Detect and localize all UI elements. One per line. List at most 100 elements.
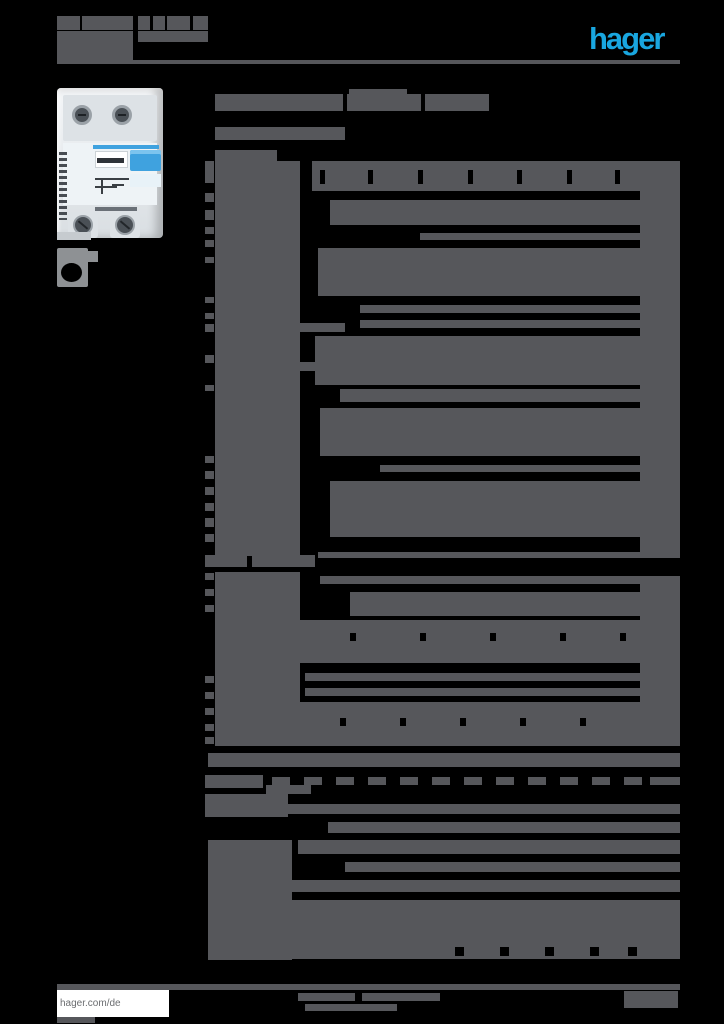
doc-title-bar (425, 94, 489, 111)
doc-subtitle-bar (215, 127, 345, 140)
dash-row-bar (432, 777, 450, 785)
dash-row-bar (368, 777, 386, 785)
footer-text-bar (305, 1004, 397, 1011)
spec-value-bar (305, 673, 680, 681)
spec-value-bar (305, 688, 680, 696)
spec-value-bar (360, 305, 680, 313)
terminal-screw-top-left (72, 105, 92, 125)
word-gap-notch (420, 633, 426, 641)
spec-value-bar (318, 552, 680, 558)
terminal-screw-bottom-right (115, 215, 135, 235)
spec-label-stub (205, 676, 214, 683)
dash-row-bar (624, 777, 642, 785)
spec-value-bar (315, 336, 680, 385)
section-heading-bar (266, 785, 311, 794)
spec-label-stub (205, 161, 214, 183)
dash-row-bar (560, 777, 578, 785)
spec-value-bar (318, 248, 680, 296)
dash-row-bar (304, 777, 322, 785)
spec-value-bar (420, 233, 680, 240)
spec-label-stub (205, 471, 214, 479)
word-gap-notch (350, 633, 356, 641)
spec-label-stub (205, 503, 214, 511)
spec-label-stub (205, 573, 214, 580)
header-text-bar (193, 16, 208, 30)
word-gap-notch (590, 947, 599, 956)
spec-label-stub (205, 708, 214, 715)
spec-label-stub (205, 297, 214, 303)
footer-text-bar (298, 993, 355, 1001)
schematic-line (101, 180, 103, 194)
spec-value-bar (330, 481, 680, 537)
din-rail-clip (57, 232, 91, 240)
spec-value-bar (298, 840, 680, 854)
spec-label-stub (205, 605, 214, 612)
word-gap-notch (340, 718, 346, 726)
footer-text-bar (362, 993, 440, 1001)
spec-label-stub (205, 692, 214, 699)
word-gap-notch (620, 633, 626, 641)
word-gap-notch (460, 718, 466, 726)
spec-label-stub (205, 518, 214, 527)
footer-text-bar (624, 991, 678, 1008)
spec-label-stub (205, 313, 214, 319)
word-gap-notch (615, 170, 620, 184)
dash-row-bar (464, 777, 482, 785)
spec-value-bar (208, 753, 680, 767)
spec-value-bar (215, 880, 680, 892)
schematic-line (95, 178, 129, 180)
spec-label-stub (205, 737, 214, 744)
spec-label-column (215, 161, 300, 556)
header-text-bar (57, 16, 80, 30)
word-gap-notch (368, 170, 373, 184)
diagram-icon-circle (61, 263, 82, 282)
spec-value-bar (328, 822, 680, 833)
spec-value-bar (320, 576, 680, 584)
word-gap-notch (400, 718, 406, 726)
dimension-diagram-icon (57, 248, 98, 287)
doc-title-bar (215, 94, 343, 111)
spec-value-bar (330, 200, 680, 225)
dash-row-bar (496, 777, 514, 785)
spec-label-stub (205, 456, 214, 463)
doc-title-bar (349, 89, 407, 95)
footer-text-bar (57, 1017, 95, 1023)
spec-value-bar (350, 592, 680, 616)
toggle-switch (130, 150, 161, 171)
section-heading-bar (252, 555, 315, 567)
word-gap-notch (418, 170, 423, 184)
footer-website-link[interactable]: hager.com/de (60, 998, 121, 1009)
spec-value-bar (380, 465, 680, 472)
word-gap-notch (468, 170, 473, 184)
spec-label-stub (205, 193, 214, 202)
product-photo (55, 86, 167, 242)
hager-logo: hager (589, 21, 665, 56)
word-gap-notch (628, 947, 637, 956)
spec-label-stub (205, 385, 214, 391)
dash-row-bar (528, 777, 546, 785)
rating-code-bar (97, 158, 124, 163)
spec-label-stub (205, 534, 214, 542)
spec-label-stub (205, 355, 214, 363)
word-gap-notch (500, 947, 509, 956)
spec-value-bar (288, 804, 680, 814)
word-gap-notch (455, 947, 464, 956)
spec-label-stub (205, 324, 214, 332)
dash-row-bar (272, 777, 290, 785)
spec-value-bar (320, 408, 680, 456)
word-gap-notch (545, 947, 554, 956)
spec-value-bar (340, 389, 680, 402)
word-gap-notch (520, 718, 526, 726)
dash-row-bar (400, 777, 418, 785)
spec-label-stub (205, 589, 214, 596)
terminal-screw-top-right (112, 105, 132, 125)
header-text-bar (153, 16, 165, 30)
spec-label-stub (205, 487, 214, 495)
word-gap-notch (320, 170, 325, 184)
spec-label-stub (205, 210, 214, 220)
spec-value-bar (215, 620, 680, 663)
diagram-icon-tab (88, 251, 98, 262)
header-text-bar (57, 31, 133, 60)
spec-value-bar (345, 862, 680, 872)
